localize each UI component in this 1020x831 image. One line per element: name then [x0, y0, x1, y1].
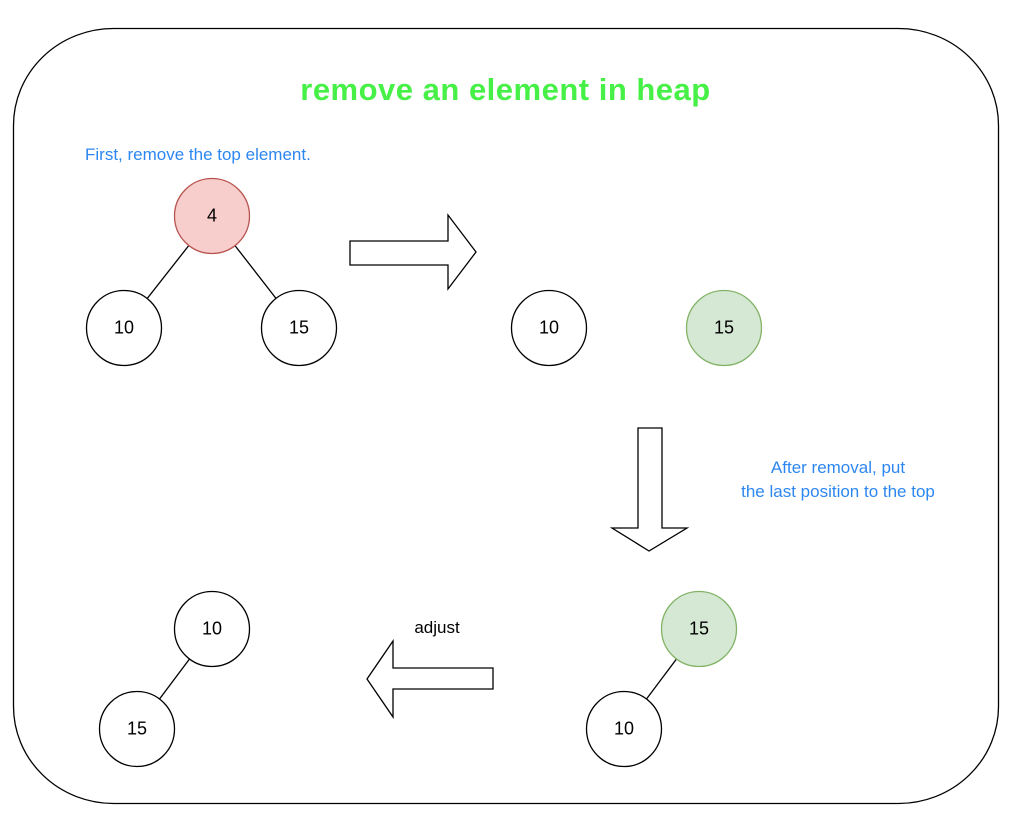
arrow-down-shape	[609, 427, 690, 552]
node-label-initial-right: 15	[288, 317, 310, 338]
node-label-adjusted-root: 10	[201, 618, 223, 639]
node-after-removal-left	[510, 289, 588, 367]
node-moved-left	[585, 690, 663, 768]
node-moved-root	[660, 590, 738, 668]
outer-rounded-border	[12, 27, 1000, 805]
node-adjusted-left	[98, 690, 176, 768]
annotation-step2-line1: After removal, put	[770, 458, 906, 477]
node-adjusted-root	[173, 590, 251, 668]
arrow-left-shape	[366, 638, 494, 720]
node-label-moved-root: 15	[688, 618, 710, 639]
node-label-moved-left: 10	[613, 718, 635, 739]
node-label-initial-left: 10	[113, 317, 135, 338]
node-after-removal-last	[685, 289, 763, 367]
page-title: remove an element in heap	[300, 72, 711, 107]
node-initial-left	[85, 289, 163, 367]
node-label-after-removal-left: 10	[538, 317, 560, 338]
node-label-initial-root: 4	[206, 205, 218, 226]
annotation-step1: First, remove the top element.	[85, 145, 311, 164]
node-label-adjusted-left: 15	[126, 718, 148, 739]
annotation-step3-adjust: adjust	[414, 618, 460, 637]
node-initial-right	[260, 289, 338, 367]
annotation-step2-line2: the last position to the top	[741, 482, 935, 501]
node-initial-root	[173, 177, 251, 255]
arrow-right-shape	[349, 213, 477, 291]
annotation-step2: After removal, put the last position to …	[640, 456, 1020, 504]
node-label-after-removal-last: 15	[713, 317, 735, 338]
